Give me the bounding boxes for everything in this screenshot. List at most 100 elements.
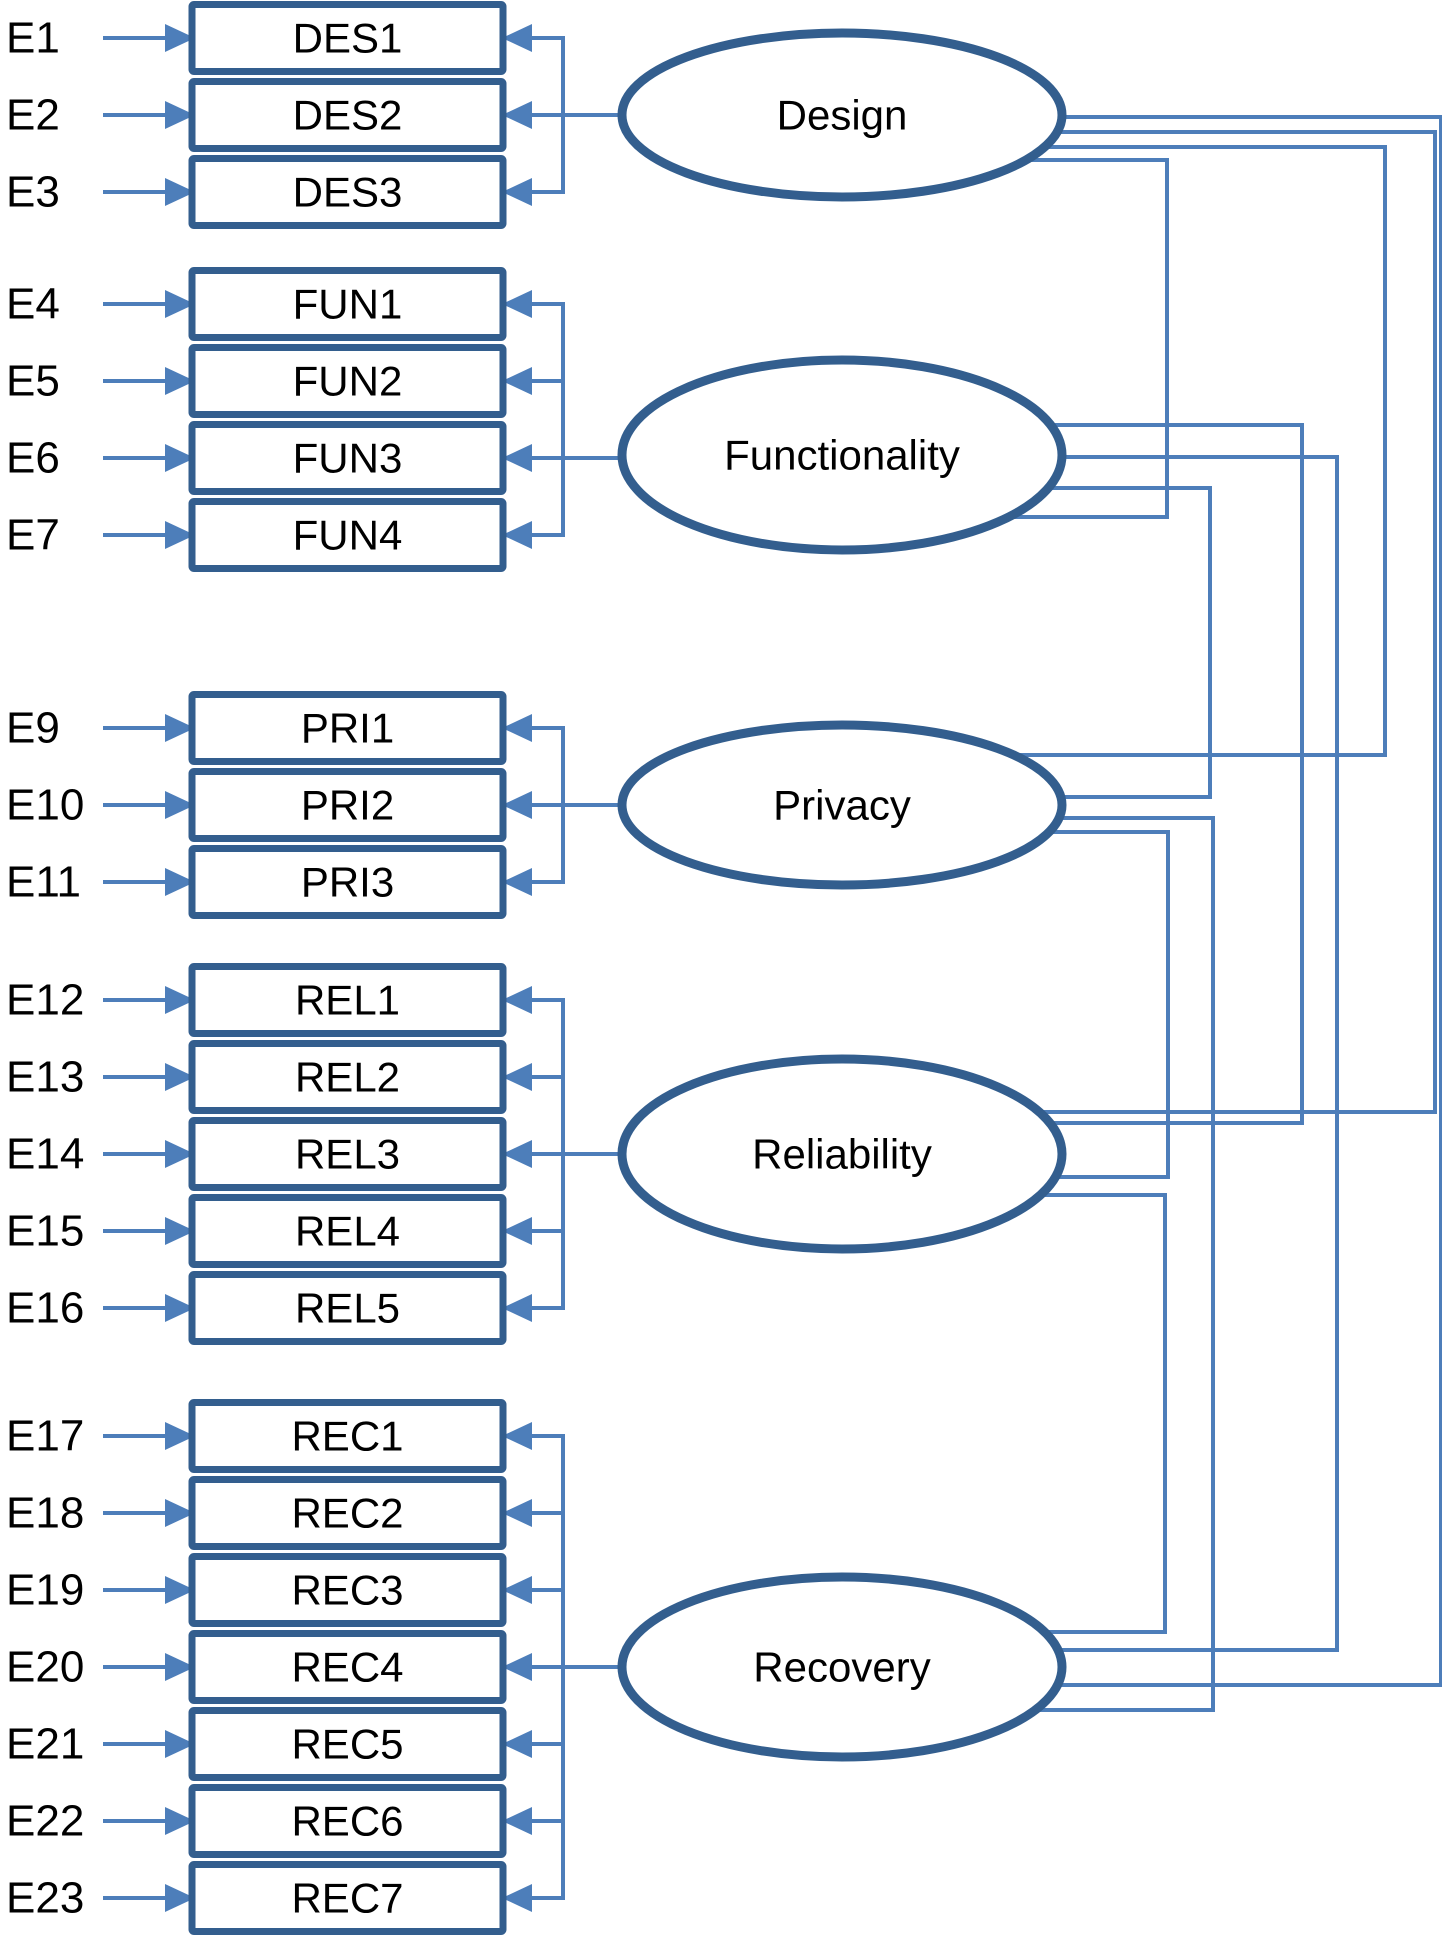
- indicator-box-des3: [188, 155, 507, 229]
- indicator-box-rec4: [188, 1630, 507, 1704]
- error-term-label: E12: [6, 976, 84, 1025]
- error-term-label: E22: [6, 1797, 84, 1846]
- indicator-label: REC3: [291, 1567, 403, 1614]
- loading-arrowhead-icon: [502, 1576, 532, 1604]
- error-arrowhead-icon: [165, 986, 195, 1014]
- latent-ellipse-functionality: [617, 355, 1067, 555]
- loading-arrowhead-icon: [502, 24, 532, 52]
- indicator-label: PRI2: [301, 782, 394, 829]
- error-term-label: E7: [6, 511, 60, 560]
- error-arrowhead-icon: [165, 24, 195, 52]
- loading-arrowhead-icon: [502, 1653, 532, 1681]
- error-term-label: E23: [6, 1874, 84, 1923]
- indicator-box-rec6: [188, 1784, 507, 1858]
- latent-group-recovery: REC1E17REC2E18REC3E19REC4E20REC5E21REC6E…: [6, 1399, 1067, 1935]
- error-term-label: E6: [6, 434, 60, 483]
- loading-arrowhead-icon: [502, 1884, 532, 1912]
- loading-arrowhead-icon: [502, 290, 532, 318]
- error-term-label: E19: [6, 1566, 84, 1615]
- error-term-label: E2: [6, 91, 60, 140]
- indicator-label: REL1: [295, 977, 400, 1024]
- error-term-label: E9: [6, 704, 60, 753]
- loading-arrowhead-icon: [502, 178, 532, 206]
- indicator-label: REL2: [295, 1054, 400, 1101]
- indicator-box-rec2: [188, 1476, 507, 1550]
- loading-arrowhead-icon: [502, 1140, 532, 1168]
- loading-arrowhead-icon: [502, 714, 532, 742]
- loading-arrowhead-icon: [502, 444, 532, 472]
- covariance-line-privacy-reliability: [1045, 830, 1170, 1179]
- error-arrowhead-icon: [165, 868, 195, 896]
- error-arrowhead-icon: [165, 290, 195, 318]
- indicator-box-des2: [188, 78, 507, 152]
- error-term-label: E11: [6, 858, 81, 907]
- error-term-label: E17: [6, 1412, 84, 1461]
- loading-arrowhead-icon: [502, 986, 532, 1014]
- indicator-box-rel3: [188, 1117, 507, 1191]
- error-term-label: E14: [6, 1130, 84, 1179]
- indicator-label: PRI1: [301, 705, 394, 752]
- indicator-box-pri3: [188, 845, 507, 919]
- error-term-label: E1: [6, 14, 60, 63]
- loading-arrowhead-icon: [502, 1294, 532, 1322]
- loading-arrowhead-icon: [502, 101, 532, 129]
- indicator-label: REC4: [291, 1644, 403, 1691]
- error-arrowhead-icon: [165, 1807, 195, 1835]
- covariance-line-design-privacy: [1009, 145, 1387, 757]
- indicator-box-rec5: [188, 1707, 507, 1781]
- latent-label: Functionality: [724, 432, 960, 479]
- covariance-line-design-recovery: [1053, 115, 1442, 1687]
- loading-arrowhead-icon: [502, 1063, 532, 1091]
- indicator-box-fun4: [188, 498, 507, 572]
- indicator-label: DES2: [293, 92, 403, 139]
- error-term-label: E20: [6, 1643, 84, 1692]
- latent-ellipse-recovery: [617, 1572, 1067, 1762]
- indicator-box-fun2: [188, 344, 507, 418]
- error-arrowhead-icon: [165, 1140, 195, 1168]
- indicator-label: REL3: [295, 1131, 400, 1178]
- latent-ellipse-reliability: [617, 1054, 1067, 1254]
- latent-group-reliability: REL1E12REL2E13REL3E14REL4E15REL5E16Relia…: [6, 963, 1067, 1345]
- error-arrowhead-icon: [165, 1499, 195, 1527]
- error-term-label: E4: [6, 280, 60, 329]
- loading-arrowhead-icon: [502, 1217, 532, 1245]
- loading-arrowhead-icon: [502, 791, 532, 819]
- indicator-box-pri2: [188, 768, 507, 842]
- indicator-box-rec7: [188, 1861, 507, 1935]
- error-arrowhead-icon: [165, 367, 195, 395]
- error-arrowhead-icon: [165, 1217, 195, 1245]
- indicator-box-rel5: [188, 1271, 507, 1345]
- error-term-label: E3: [6, 168, 60, 217]
- latent-label: Recovery: [753, 1644, 930, 1691]
- latent-label: Design: [777, 92, 908, 139]
- error-arrowhead-icon: [165, 791, 195, 819]
- indicator-label: REL4: [295, 1208, 400, 1255]
- error-term-label: E10: [6, 781, 84, 830]
- indicator-box-fun3: [188, 421, 507, 495]
- indicator-label: DES1: [293, 15, 403, 62]
- indicator-label: REC7: [291, 1875, 403, 1922]
- error-term-label: E5: [6, 357, 60, 406]
- indicator-label: REC1: [291, 1413, 403, 1460]
- indicator-label: FUN2: [293, 358, 403, 405]
- error-arrowhead-icon: [165, 714, 195, 742]
- error-term-label: E16: [6, 1284, 84, 1333]
- error-arrowhead-icon: [165, 1422, 195, 1450]
- indicator-box-rel1: [188, 963, 507, 1037]
- loading-arrowhead-icon: [502, 1730, 532, 1758]
- error-term-label: E18: [6, 1489, 84, 1538]
- loading-arrowhead-icon: [502, 1422, 532, 1450]
- error-arrowhead-icon: [165, 101, 195, 129]
- indicator-box-rel2: [188, 1040, 507, 1114]
- error-term-label: E13: [6, 1053, 84, 1102]
- loading-arrowhead-icon: [502, 521, 532, 549]
- covariance-line-design-functionality: [1004, 158, 1169, 519]
- latent-ellipse-privacy: [617, 720, 1067, 890]
- error-arrowhead-icon: [165, 521, 195, 549]
- covariance-line-reliability-recovery: [1036, 1193, 1167, 1634]
- covariance-line-functionality-recovery: [1054, 455, 1339, 1652]
- error-arrowhead-icon: [165, 1730, 195, 1758]
- indicator-label: PRI3: [301, 859, 394, 906]
